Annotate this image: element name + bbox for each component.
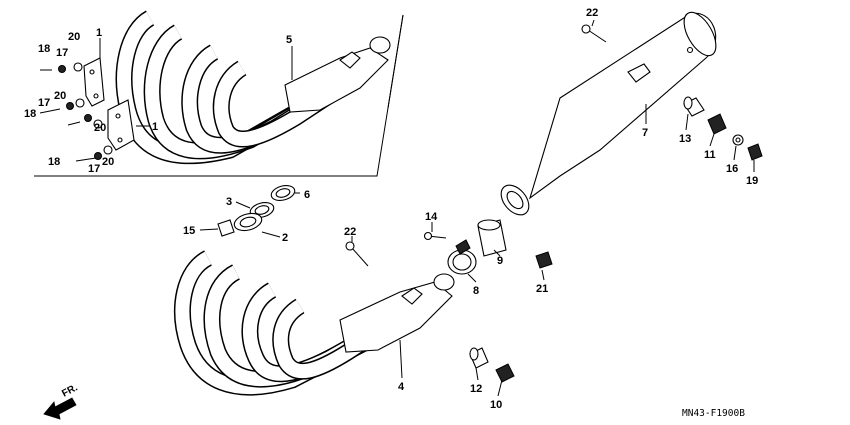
callout-19: 19: [746, 175, 758, 187]
callout-16: 16: [726, 163, 738, 175]
callout-21: 21: [536, 283, 548, 295]
gaskets: [217, 185, 296, 237]
callout-14: 14: [425, 211, 438, 223]
callout-20-b: 20: [54, 90, 66, 102]
callout-1-upper: 1: [96, 27, 102, 39]
callout-18-a: 18: [38, 43, 50, 55]
callout-20-a: 20: [68, 31, 80, 43]
callout-22-top: 22: [586, 7, 598, 19]
callout-17-b: 17: [38, 97, 50, 109]
muffler: [500, 11, 717, 216]
upper-bracket: [83, 57, 105, 107]
lower-exhaust-pipe-assembly: [174, 250, 455, 396]
inset-frame: [34, 14, 404, 177]
callout-6: 6: [304, 189, 310, 201]
callout-8: 8: [473, 285, 479, 297]
callout-20-c: 20: [94, 122, 106, 134]
callout-1-lower: 1: [152, 121, 158, 133]
callout-17-c: 17: [88, 163, 100, 175]
leader-lines: [99, 19, 755, 397]
front-arrow-icon: [43, 397, 77, 420]
direction-indicator: FR.: [43, 382, 80, 420]
callout-20-d: 20: [102, 156, 114, 168]
callout-7: 7: [642, 127, 648, 139]
callout-10: 10: [490, 399, 502, 411]
callout-5: 5: [286, 34, 292, 46]
bracket-hardware: [39, 62, 113, 162]
direction-label: FR.: [60, 382, 80, 399]
callout-3: 3: [226, 196, 232, 208]
drawing-code: MN43-F1900B: [682, 408, 745, 419]
lower-bracket: [107, 99, 135, 151]
callout-22-mid: 22: [344, 226, 356, 238]
joint-hardware: [345, 219, 553, 383]
callout-13: 13: [679, 133, 691, 145]
callout-11: 11: [704, 149, 716, 161]
callout-17-a: 17: [56, 47, 68, 59]
callout-12: 12: [470, 383, 482, 395]
callout-4: 4: [398, 381, 405, 393]
callout-2: 2: [282, 232, 288, 244]
callout-18-c: 18: [48, 156, 60, 168]
callout-15: 15: [183, 225, 195, 237]
callout-9: 9: [497, 255, 503, 267]
upper-exhaust-pipe-assembly: [115, 10, 391, 165]
muffler-hardware: [581, 24, 763, 161]
callout-labels: 1 1 2 3 4 5 6 7 8 9 10 11 12 13 14 15 16…: [24, 7, 758, 411]
callout-18-b: 18: [24, 108, 36, 120]
